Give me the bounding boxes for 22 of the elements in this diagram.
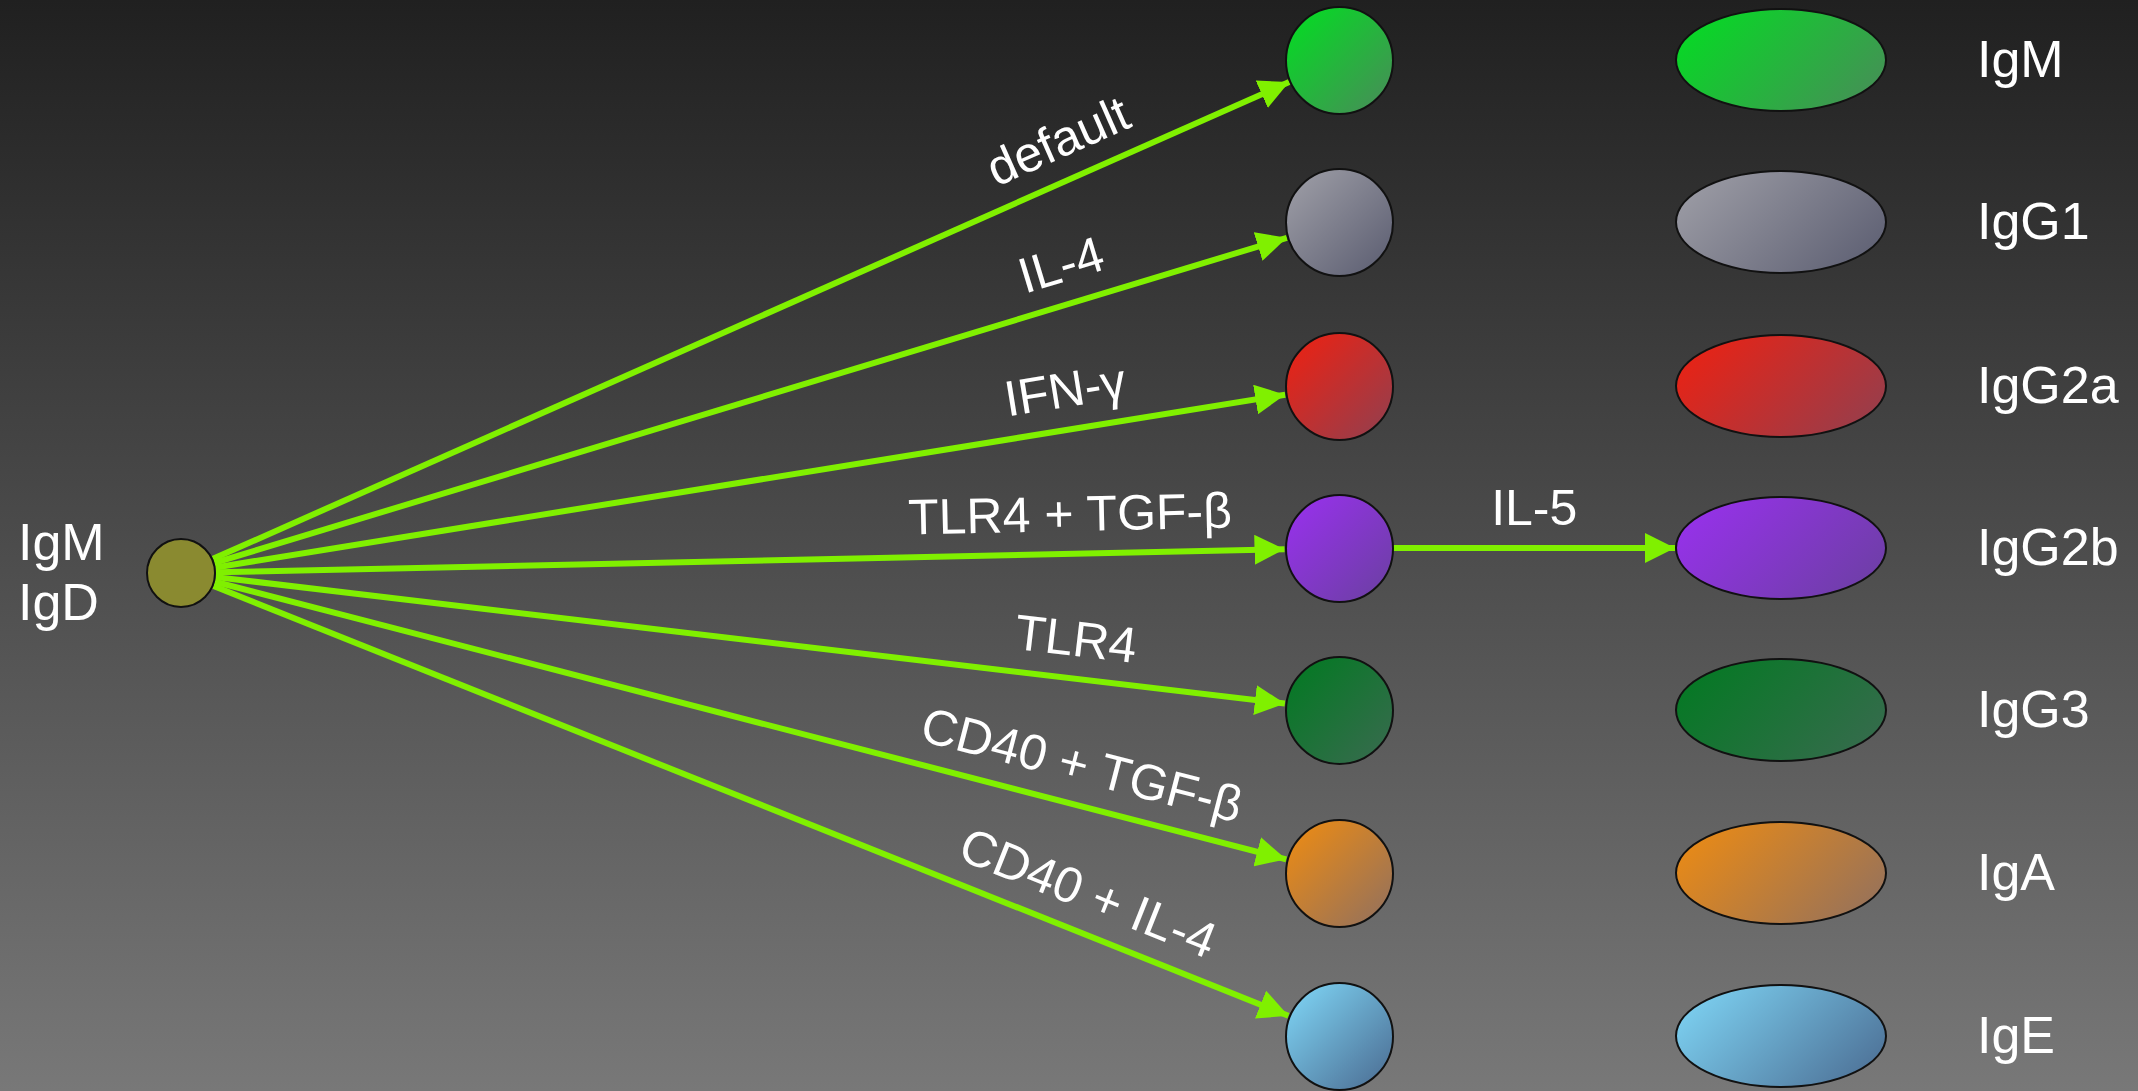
edge-label: TLR4 <box>1012 606 1140 671</box>
isotype-label: IgG2a <box>1977 356 2120 416</box>
edge-label: TLR4 + TGF-β <box>907 485 1233 543</box>
isotype-label: IgM IgD <box>18 513 106 633</box>
arrow <box>211 79 1291 562</box>
edge-label: CD40 + TGF-β <box>916 699 1248 831</box>
edge-label: IL-4 <box>1012 228 1110 301</box>
arrow <box>213 232 1288 566</box>
edge-label: IFN-γ <box>1000 355 1130 425</box>
isotype-label: IgE <box>1977 1006 2057 1066</box>
arrow <box>215 574 1286 715</box>
isotype-label: IgA <box>1977 843 2057 903</box>
arrow <box>1393 533 1675 563</box>
isotype-label: IgG3 <box>1977 680 2091 740</box>
arrow <box>215 384 1286 571</box>
arrow <box>215 534 1285 576</box>
isotype-label: IgG2b <box>1977 518 2120 578</box>
isotype-label: IgG1 <box>1977 192 2091 252</box>
edge-label: IL-5 <box>1491 483 1578 533</box>
arrow <box>212 583 1290 1019</box>
edge-label: default <box>979 87 1137 195</box>
isotype-label: IgM <box>1977 30 2065 90</box>
